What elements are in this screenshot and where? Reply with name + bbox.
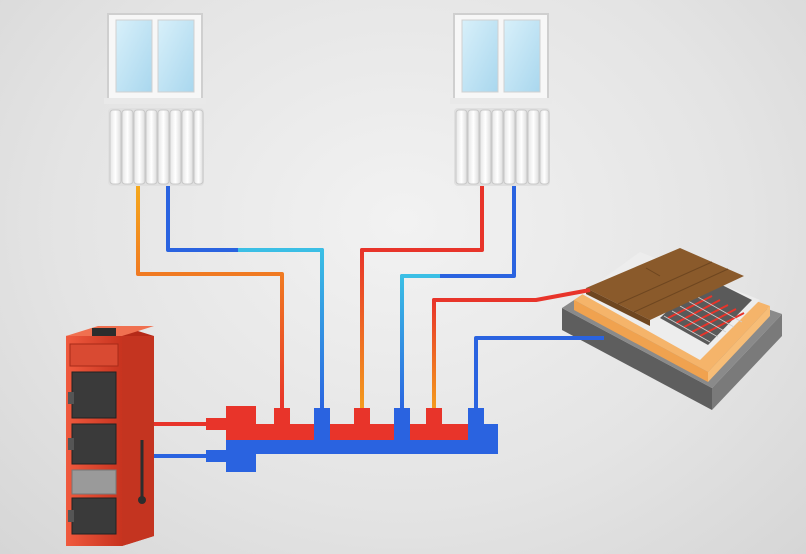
- pipe-floor-supply: [432, 288, 591, 410]
- radiator-right: [454, 108, 550, 186]
- solid-fuel-boiler-icon: [66, 326, 154, 546]
- pipe-floor-return: [474, 336, 604, 412]
- window-icon: [104, 13, 206, 104]
- window-icon: [450, 13, 552, 104]
- boiler: [66, 326, 154, 546]
- pipe-radiator-left-return: [166, 186, 324, 412]
- pipe-radiator-left-supply: [136, 186, 284, 410]
- manifold: [226, 406, 498, 472]
- underfloor-heating-slab: [562, 248, 782, 410]
- pipe-boiler-return: [150, 450, 226, 462]
- pipe-radiator-right-return: [400, 186, 516, 412]
- window-right: [450, 13, 552, 104]
- manifold-icon: [226, 406, 498, 472]
- window-left: [104, 13, 206, 104]
- pipe-boiler-supply: [150, 418, 226, 430]
- pipe-radiator-right-supply: [360, 186, 484, 410]
- radiator-icon: [108, 108, 204, 186]
- radiator-left: [108, 108, 204, 186]
- underfloor-heating-icon: [562, 248, 782, 410]
- radiator-icon: [454, 108, 550, 186]
